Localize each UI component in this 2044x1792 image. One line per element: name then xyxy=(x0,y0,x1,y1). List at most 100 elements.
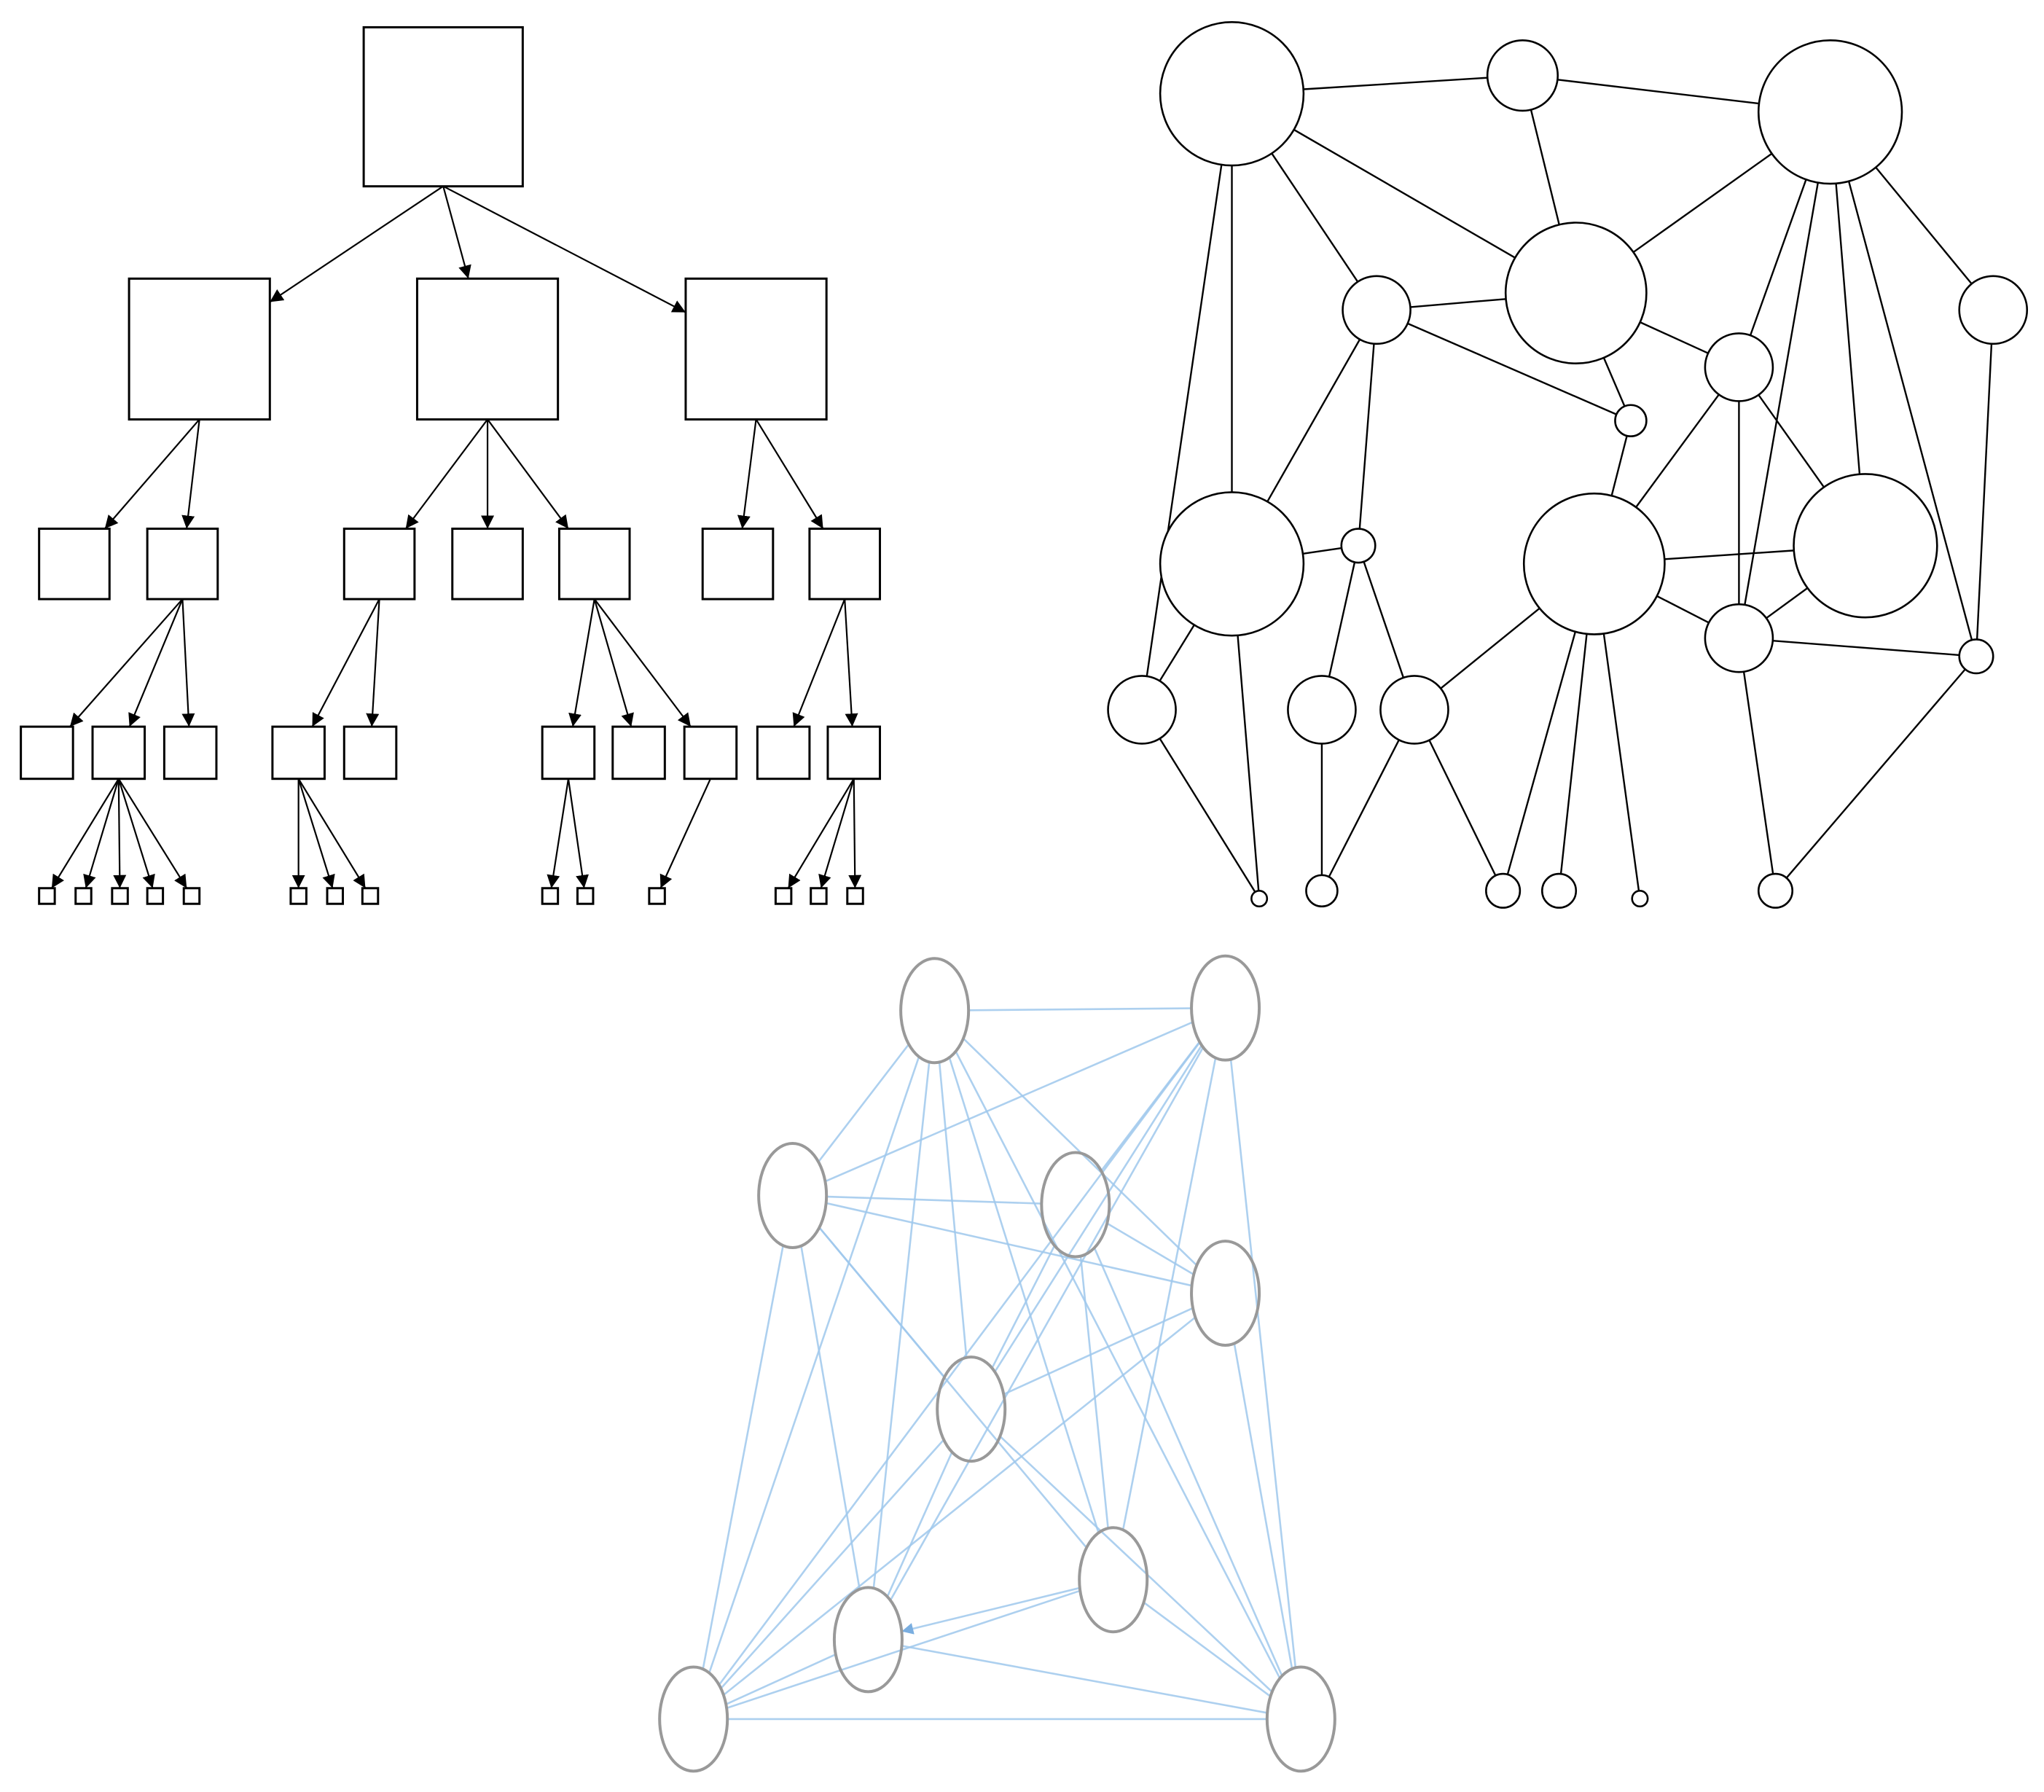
network-node xyxy=(1287,675,1357,745)
blue-edge xyxy=(1093,1247,1283,1677)
network-edge xyxy=(1530,109,1560,225)
network-node xyxy=(1631,890,1649,908)
blue-edge xyxy=(718,1041,1201,1686)
network-edge xyxy=(1602,633,1640,891)
network-node xyxy=(1159,491,1305,637)
tree-edge xyxy=(818,778,855,889)
blue-node xyxy=(1190,954,1261,1062)
blue-node xyxy=(757,1142,829,1250)
network-edge xyxy=(1146,164,1223,677)
tree-edge xyxy=(311,598,380,727)
blue-edge xyxy=(826,1202,1192,1287)
tree-edge xyxy=(737,419,757,529)
tree-node xyxy=(701,527,775,600)
tree-edge xyxy=(117,778,188,889)
network-edge xyxy=(1749,179,1807,336)
network-node xyxy=(1757,39,1903,185)
network-node xyxy=(1342,275,1411,345)
network-node xyxy=(1522,492,1666,635)
tree-node xyxy=(74,887,93,905)
blue-edge xyxy=(938,1062,968,1358)
tree-edge xyxy=(567,778,589,888)
network-edge xyxy=(1785,668,1966,879)
blue-node xyxy=(936,1355,1007,1463)
network-edge xyxy=(1664,549,1794,560)
tree-edge xyxy=(568,598,595,727)
network-edge xyxy=(1847,181,1973,641)
blue-edge xyxy=(826,1195,1042,1205)
blue-edge xyxy=(886,1452,953,1597)
tree-edge xyxy=(593,598,634,727)
tree-node xyxy=(451,527,524,600)
network-diagram xyxy=(1107,20,2029,909)
network-edge xyxy=(1302,547,1342,555)
network-edge xyxy=(1557,79,1760,105)
tree-edge xyxy=(442,185,686,313)
tree-edge xyxy=(844,598,858,727)
tree-node xyxy=(756,725,811,780)
blue-edge xyxy=(1003,1307,1194,1396)
network-edge xyxy=(1303,77,1488,90)
blue-edge xyxy=(889,1046,1205,1601)
network-node xyxy=(1379,675,1449,745)
blue-node xyxy=(1078,1526,1149,1634)
blue-edge xyxy=(708,1056,920,1674)
network-node xyxy=(1958,638,1994,675)
tree-node xyxy=(826,725,882,780)
blue-node xyxy=(1040,1151,1111,1259)
tree-node xyxy=(111,887,129,905)
network-node xyxy=(1486,39,1559,112)
tree-edge xyxy=(181,598,195,727)
tree-node xyxy=(146,887,165,905)
network-edge xyxy=(1632,152,1773,254)
tree-edge xyxy=(269,185,444,303)
blue-edge xyxy=(725,1654,837,1705)
tree-edge xyxy=(103,418,200,530)
blue-edge xyxy=(1143,1601,1272,1697)
network-edge xyxy=(1358,343,1375,529)
blue-edge xyxy=(1233,1343,1293,1670)
tree-node xyxy=(576,887,595,905)
tree-edge xyxy=(366,598,380,727)
network-node xyxy=(1614,404,1648,437)
blue-node xyxy=(1190,1240,1261,1347)
blue-node xyxy=(899,957,971,1065)
blue-edge xyxy=(720,1439,945,1689)
network-edge xyxy=(1407,322,1617,415)
network-node xyxy=(1793,473,1938,619)
tree-node xyxy=(415,277,560,421)
network-edge xyxy=(1293,128,1516,259)
blue-edge xyxy=(824,1021,1194,1183)
network-edge xyxy=(1766,587,1809,619)
tree-node xyxy=(38,527,111,600)
network-edge xyxy=(1744,182,1819,606)
blue-edge xyxy=(994,1044,1203,1373)
blue-edge xyxy=(818,1044,910,1163)
network-node xyxy=(1704,603,1774,673)
tree-edge xyxy=(787,778,855,889)
blue-edge xyxy=(800,1245,861,1589)
network-node xyxy=(1305,874,1339,908)
blue-edge xyxy=(1079,1256,1109,1529)
tree-node xyxy=(648,887,666,905)
network-node xyxy=(1340,528,1377,564)
network-node xyxy=(1958,275,2029,345)
tree-node xyxy=(541,725,596,780)
tree-diagram xyxy=(20,26,882,905)
tree-node xyxy=(128,277,271,421)
tree-node xyxy=(541,887,560,905)
network-node xyxy=(1757,872,1794,909)
blue-edge xyxy=(901,1645,1268,1714)
tree-node xyxy=(362,26,524,188)
blue-edge xyxy=(948,1057,1100,1533)
blue-node xyxy=(1265,1665,1336,1773)
network-edge xyxy=(1159,624,1195,681)
blue-edge xyxy=(818,1226,1088,1549)
tree-edge xyxy=(69,598,184,727)
tree-node xyxy=(162,725,218,780)
network-node xyxy=(1504,222,1648,364)
tree-edge xyxy=(404,418,488,530)
blue-edge xyxy=(726,1589,1081,1710)
tree-edge xyxy=(51,778,120,889)
